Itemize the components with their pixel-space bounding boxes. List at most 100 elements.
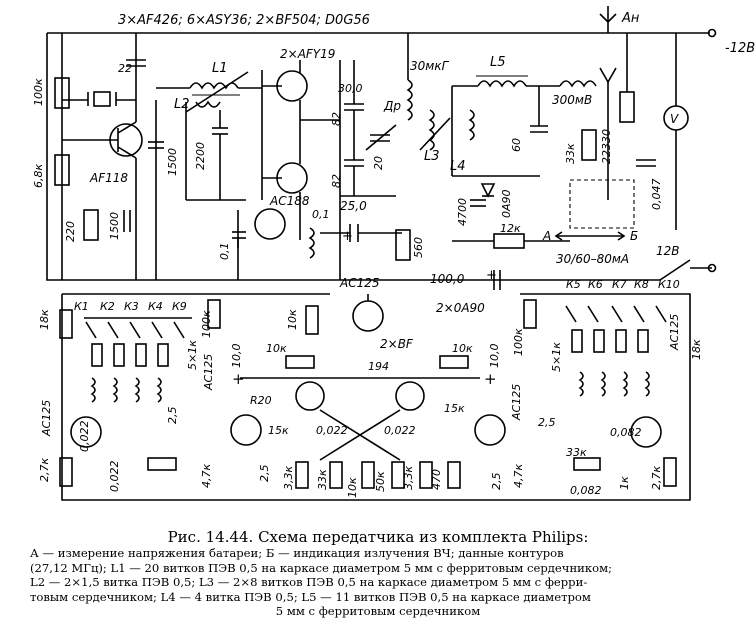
supply-label: -12В — [725, 41, 755, 56]
right-key-bank: К5 К6 К7 К8 К10 — [565, 278, 680, 397]
antenna-label: Ан — [621, 11, 640, 26]
c-4700-label: 4700 — [456, 198, 469, 226]
r-18k-r-label: 18к — [690, 339, 703, 360]
r-6k8-label: 6,8к — [32, 164, 45, 188]
key-k9-label: К9 — [172, 300, 187, 313]
diode-0a90 — [480, 183, 496, 198]
key-k8-switch[interactable] — [633, 305, 645, 323]
c-25-r-label: 2,5 — [538, 416, 556, 429]
resistor-330 — [619, 91, 635, 123]
c-1000-label: 100,0 — [430, 272, 465, 286]
r-18k-l-label: 18к — [38, 309, 51, 330]
key-k4-switch[interactable] — [151, 321, 163, 339]
r-47k-r-label: 4,7к — [512, 464, 525, 488]
c-25-c-label: 2,5 — [258, 465, 271, 483]
r-33k-rr-label: 33к — [566, 446, 587, 459]
l4-label: L4 — [450, 159, 466, 174]
r-5x1k-r-label: 5×1к — [550, 342, 563, 372]
meter-a-label: А — [542, 229, 551, 243]
c-250-label: 25,0 — [340, 199, 367, 213]
c-01a-label: 0,1 — [218, 243, 231, 261]
resistor-100k-r — [523, 299, 537, 329]
coil-300mv — [559, 80, 597, 88]
resistor-33k-rr — [573, 457, 601, 471]
r-330-label: 330 — [600, 129, 613, 150]
key-k9-switch[interactable] — [173, 321, 185, 339]
q-0a90-label: 0A90 — [500, 189, 513, 218]
supply2-terminal — [707, 263, 717, 273]
caption-line: А — измерение напряжения батареи; Б — ин… — [30, 546, 564, 560]
header-text: 3×AF426; 6×ASY36; 2×BF504; D0G56 — [118, 13, 370, 28]
c-82b-label: 82 — [330, 174, 343, 188]
key-k8-label: К8 — [634, 278, 649, 291]
resistor-10k-top-l — [285, 355, 315, 369]
caption-line: (27,12 МГц); L1 — 20 витков ПЭВ 0,5 на к… — [30, 560, 613, 575]
c-1500b-label: 1500 — [166, 148, 179, 176]
key-k7-switch[interactable] — [611, 305, 623, 323]
resistor-33k — [581, 129, 597, 161]
r-27k-r-label: 2,7к — [650, 466, 663, 490]
caption-line: товым сердечником; L4 — 4 витка ПЭВ 0,5;… — [30, 589, 591, 604]
supply-terminal — [707, 28, 717, 38]
resistor-12k — [493, 233, 525, 249]
key-k10-switch[interactable] — [655, 305, 667, 323]
r-5x1k-l-label: 5×1к — [186, 340, 199, 370]
c-10-r-label: 10,0 — [488, 344, 501, 369]
r-100k-l-label: 100к — [200, 310, 213, 338]
transmitter-schematic: 3×AF426; 6×ASY36; 2×BF504; D0G56 -12В Ан… — [32, 6, 755, 501]
key-k1-switch[interactable] — [85, 321, 97, 339]
key-k2-label: К2 — [100, 300, 115, 313]
c-22b-label: 22 — [600, 150, 613, 164]
key-k2-switch[interactable] — [107, 321, 119, 339]
key-k6-label: К6 — [588, 278, 603, 291]
c-25-l-label: 2,5 — [166, 407, 179, 425]
r-r20-label: R20 — [250, 394, 272, 407]
r-12k-label: 12к — [500, 222, 521, 235]
r-100k-label: 100к — [32, 78, 45, 106]
ac125-l2-label: AC125 — [202, 354, 215, 391]
c-2200-label: 2200 — [194, 142, 207, 170]
key-k5-switch[interactable] — [565, 305, 577, 323]
c-0047-label: 0,047 — [650, 179, 663, 211]
antenna-icon — [599, 6, 617, 200]
c-0022-l-label: 0,022 — [316, 424, 348, 437]
meter-label: V — [670, 112, 679, 126]
r-15k-l-label: 15к — [268, 424, 289, 437]
key-k4-label: К4 — [148, 300, 163, 313]
transistor-ac125-mid — [352, 300, 384, 332]
key-k3-switch[interactable] — [129, 321, 141, 339]
ac125-l1-label: AC125 — [40, 400, 53, 437]
r-33k-l-label: 3,3к — [282, 466, 295, 490]
r-560-label: 560 — [412, 237, 425, 258]
key-k5-label: К5 — [566, 278, 581, 291]
resistor-27k-l — [59, 457, 73, 487]
plus-sign: + — [342, 229, 353, 244]
c-60-label: 60 — [510, 138, 523, 152]
transistor-ac125-upper — [254, 208, 286, 240]
caption-title: Рис. 14.44. Схема передатчика из комплек… — [167, 528, 589, 546]
c-1500a-label: 1500 — [108, 212, 121, 240]
r-47k-l-label: 4,7к — [200, 464, 213, 488]
r-470-label: 470 — [430, 469, 443, 490]
resistor-10k-l — [305, 305, 319, 335]
meter-range-label: 30/60–80мА — [556, 252, 629, 266]
transistor-2bf-b — [395, 381, 425, 411]
r-10k-l-label: 10к — [286, 309, 299, 330]
supply2-label: 12В — [656, 244, 680, 258]
resistor-18k-l — [59, 309, 73, 339]
r-33k-b-label: 33к — [316, 469, 329, 490]
r-10k-top-r-label: 10к — [452, 342, 473, 355]
q-2bf-label: 2×BF — [380, 337, 414, 351]
upper-rf-section: 3×AF426; 6×ASY36; 2×BF504; D0G56 -12В Ан… — [32, 6, 755, 290]
l1-label: L1 — [212, 61, 228, 76]
resistor-10k-top-r — [439, 355, 469, 369]
c-20-label: 20 — [372, 156, 385, 170]
r-1k-label: 1к — [618, 476, 631, 490]
resistor-560 — [395, 229, 411, 261]
resistor-100k-l — [207, 299, 221, 329]
plus-l: + — [232, 370, 245, 388]
q-2oa90-label: 2×0A90 — [436, 301, 485, 315]
c-25-d-label: 2,5 — [490, 473, 503, 491]
key-k6-switch[interactable] — [587, 305, 599, 323]
meter-switch-box[interactable] — [569, 179, 635, 229]
